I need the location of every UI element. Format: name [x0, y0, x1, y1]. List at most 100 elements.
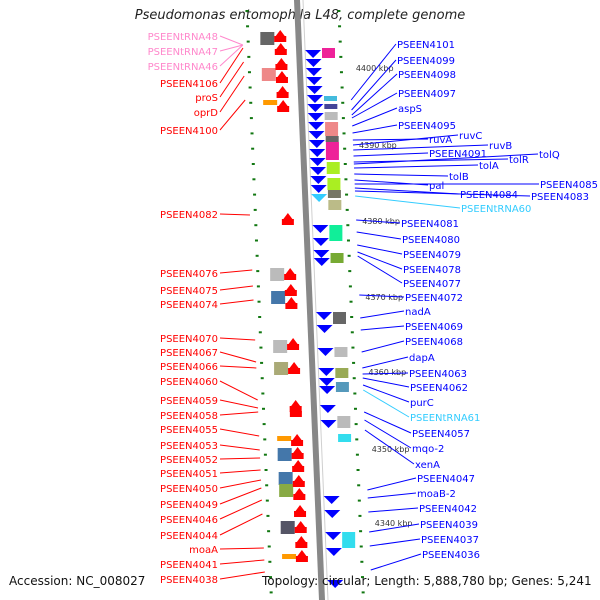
left-label-leader	[219, 351, 257, 363]
forward-gene-body	[292, 466, 305, 472]
left-gene-box	[279, 484, 294, 497]
right-tick	[337, 10, 341, 12]
reverse-gene-arrow	[309, 167, 326, 175]
right-gene-label: purC	[410, 398, 434, 409]
right-tick	[349, 300, 353, 303]
right-tick	[347, 254, 351, 257]
left-tick	[268, 560, 272, 563]
reverse-gene-arrow	[305, 59, 322, 67]
left-gene-label: PSEEN4059	[160, 396, 218, 407]
right-gene-label: PSEEN4037	[421, 535, 479, 546]
right-gene-label: PSEEN4068	[405, 337, 463, 348]
left-tick	[258, 331, 262, 334]
right-label-leader	[367, 477, 417, 491]
reverse-gene-arrow	[305, 50, 322, 58]
right-gene-label: PSEEN4057	[412, 429, 470, 440]
right-gene-label: moaB-2	[417, 489, 456, 500]
reverse-gene-arrow	[312, 225, 329, 233]
right-label-leader	[350, 43, 397, 101]
right-tick	[345, 208, 349, 211]
left-gene-label: PSEEN4070	[160, 334, 218, 345]
left-gene-label: PSEEN4051	[160, 469, 218, 480]
left-gene-label: PSEEN4041	[160, 560, 218, 571]
left-tick	[269, 591, 273, 594]
forward-gene-body	[274, 49, 287, 55]
left-label-leader	[219, 299, 254, 305]
forward-gene-body	[284, 274, 297, 280]
right-tick	[361, 591, 365, 594]
left-gene-label: PSEEN4100	[160, 126, 218, 137]
right-label-leader	[353, 153, 539, 165]
right-tick	[353, 392, 357, 395]
left-gene-label: PSEENtRNA47	[148, 47, 218, 58]
right-label-leader	[351, 73, 398, 116]
left-tick	[256, 285, 260, 288]
right-tick	[350, 331, 354, 334]
left-gene-label: PSEEN4076	[160, 269, 218, 280]
reverse-gene-arrow	[310, 185, 327, 193]
forward-gene-body	[295, 556, 308, 562]
forward-gene-body	[275, 64, 288, 70]
reverse-gene-arrow	[311, 194, 328, 202]
reverse-gene-box	[324, 96, 337, 101]
left-gene-label: PSEEN4082	[160, 210, 218, 221]
right-gene-label: aspS	[398, 104, 422, 115]
reverse-gene-box	[322, 48, 335, 58]
right-label-leader	[362, 356, 409, 369]
left-label-leader	[219, 365, 257, 369]
left-label-leader	[219, 547, 264, 550]
forward-gene-body	[287, 344, 300, 350]
left-label-leader	[219, 35, 244, 46]
right-label-leader	[356, 219, 401, 224]
forward-gene-body	[276, 92, 289, 98]
left-tick	[253, 193, 257, 196]
forward-gene-body	[289, 411, 302, 417]
forward-gene-body	[288, 368, 301, 374]
right-gene-label: ruvC	[459, 131, 482, 142]
right-tick	[361, 576, 365, 579]
left-tick	[261, 392, 265, 395]
reverse-gene-arrow	[308, 122, 325, 130]
left-gene-label: PSEEN4053	[160, 441, 218, 452]
right-label-leader	[356, 231, 402, 240]
left-label-leader	[219, 487, 262, 505]
left-tick	[249, 117, 253, 120]
left-tick	[269, 576, 273, 579]
left-label-leader	[219, 444, 260, 451]
reverse-gene-arrow	[306, 86, 323, 94]
forward-gene-body	[293, 494, 306, 500]
left-gene-label: PSEEN4066	[160, 362, 218, 373]
left-gene-box	[260, 32, 275, 45]
right-tick	[345, 193, 349, 196]
left-label-leader	[219, 44, 244, 67]
scale-label: 4390 kbp	[359, 141, 397, 150]
left-label-leader	[219, 99, 246, 131]
right-gene-label: PSEEN4079	[403, 250, 461, 261]
right-tick	[351, 346, 355, 349]
right-tick	[357, 484, 361, 487]
left-gene-box	[274, 362, 289, 375]
right-gene-label: PSEEN4095	[398, 121, 456, 132]
right-label-leader	[352, 107, 398, 127]
left-tick	[250, 132, 254, 135]
left-tick	[259, 346, 263, 349]
left-tick	[251, 163, 255, 165]
backbone-edge	[302, 0, 329, 600]
left-gene-box	[270, 268, 285, 281]
right-label-leader	[364, 429, 415, 465]
left-label-leader	[219, 559, 265, 565]
reverse-gene-arrow	[317, 348, 334, 356]
right-tick	[343, 147, 347, 150]
reverse-gene-box	[342, 532, 356, 548]
left-label-leader	[219, 479, 262, 489]
left-gene-label: PSEEN4106	[160, 79, 218, 90]
right-gene-label: PSEEN4078	[403, 265, 461, 276]
reverse-gene-box	[338, 434, 352, 442]
reverse-gene-arrow	[318, 378, 335, 386]
left-tick	[251, 147, 255, 150]
reverse-gene-arrow	[327, 580, 344, 588]
left-tick	[246, 25, 250, 28]
reverse-gene-arrow	[325, 532, 342, 540]
reverse-gene-box	[325, 142, 339, 160]
